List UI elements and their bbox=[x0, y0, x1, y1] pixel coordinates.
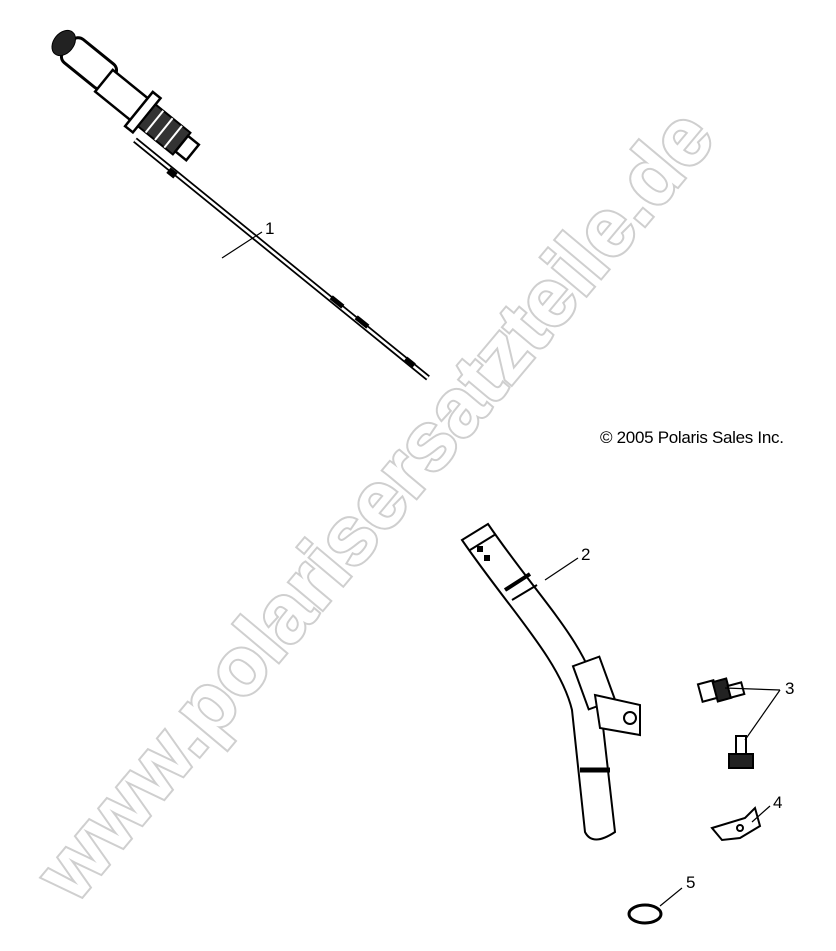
dipstick-part bbox=[51, 29, 430, 381]
bolt-part bbox=[696, 677, 754, 769]
callout-5: 5 bbox=[686, 873, 695, 892]
callout-1: 1 bbox=[265, 219, 274, 238]
leader-lines bbox=[221, 231, 781, 907]
watermark: www.polarisersatzteile.de bbox=[18, 92, 731, 917]
copyright-text: © 2005 Polaris Sales Inc. bbox=[600, 428, 784, 447]
o-ring-part bbox=[627, 903, 663, 925]
callout-2: 2 bbox=[581, 545, 590, 564]
dipstick-tube-part bbox=[460, 522, 641, 841]
callout-4: 4 bbox=[773, 793, 782, 812]
clip-part bbox=[710, 806, 762, 842]
callout-3: 3 bbox=[785, 679, 794, 698]
